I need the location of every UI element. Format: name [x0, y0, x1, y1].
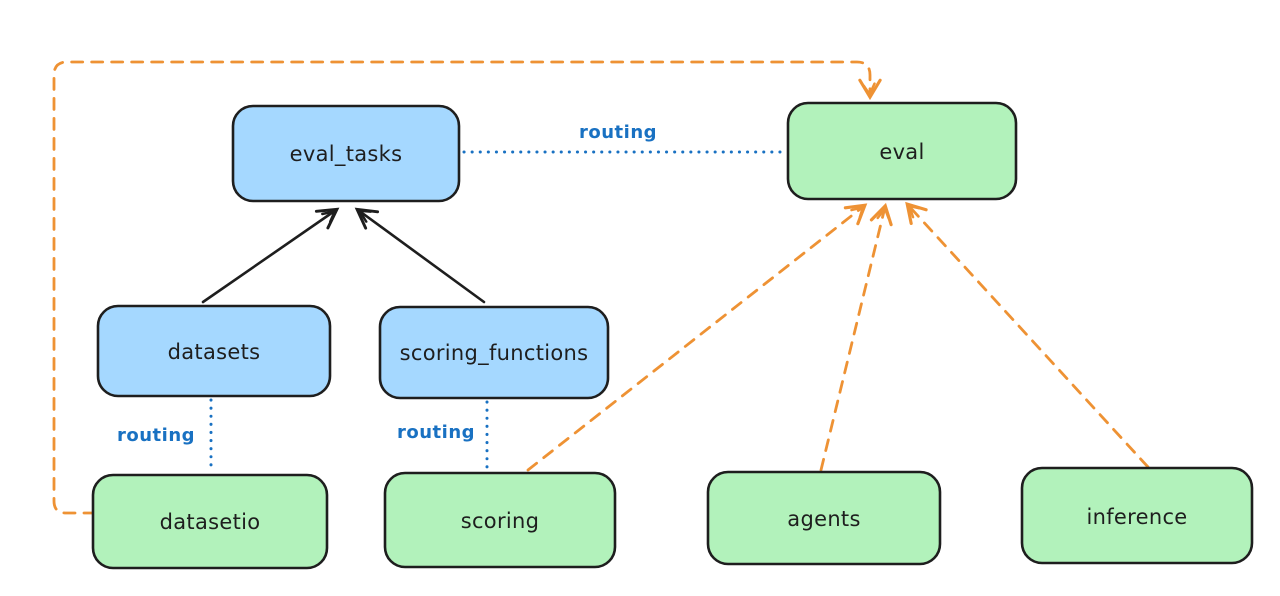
- node-box-agents: [706, 470, 942, 566]
- node-label-eval: eval: [879, 140, 924, 164]
- node-datasets: datasets: [96, 304, 332, 398]
- node-datasetio: datasetio: [91, 473, 329, 570]
- node-label-datasets: datasets: [168, 340, 261, 364]
- node-box-eval: [786, 101, 1018, 201]
- node-box-eval-tasks: [231, 104, 461, 203]
- node-box-scoring-functions: [378, 305, 610, 400]
- node-box-datasetio: [91, 473, 329, 570]
- edge-agents-to-eval: [819, 202, 893, 472]
- edge-scoring-functions-to-eval-tasks: [354, 207, 486, 304]
- node-label-scoring: scoring: [461, 509, 540, 533]
- node-box-scoring: [383, 471, 617, 569]
- edge-label-routing-top: routing: [579, 122, 657, 143]
- edge-scoring-to-eval: [526, 203, 868, 472]
- node-eval-tasks: eval_tasks: [231, 104, 461, 203]
- node-label-inference: inference: [1086, 505, 1187, 529]
- node-label-eval-tasks: eval_tasks: [290, 142, 403, 167]
- node-box-inference: [1020, 466, 1254, 565]
- node-scoring-functions: scoring_functions: [378, 305, 610, 400]
- edge-datasets-to-eval-tasks: [201, 207, 340, 304]
- node-agents: agents: [706, 470, 942, 566]
- edge-datasetio-to-eval: [52, 60, 882, 515]
- edge-inference-to-eval: [905, 201, 1150, 469]
- node-label-agents: agents: [787, 507, 860, 531]
- node-box-datasets: [96, 304, 332, 398]
- node-label-scoring-functions: scoring_functions: [400, 341, 589, 366]
- node-scoring: scoring: [383, 471, 617, 569]
- node-inference: inference: [1020, 466, 1254, 565]
- edge-label-routing-left: routing: [117, 425, 195, 446]
- node-label-datasetio: datasetio: [160, 510, 261, 534]
- node-eval: eval: [786, 101, 1018, 201]
- edge-label-routing-middle: routing: [397, 422, 475, 443]
